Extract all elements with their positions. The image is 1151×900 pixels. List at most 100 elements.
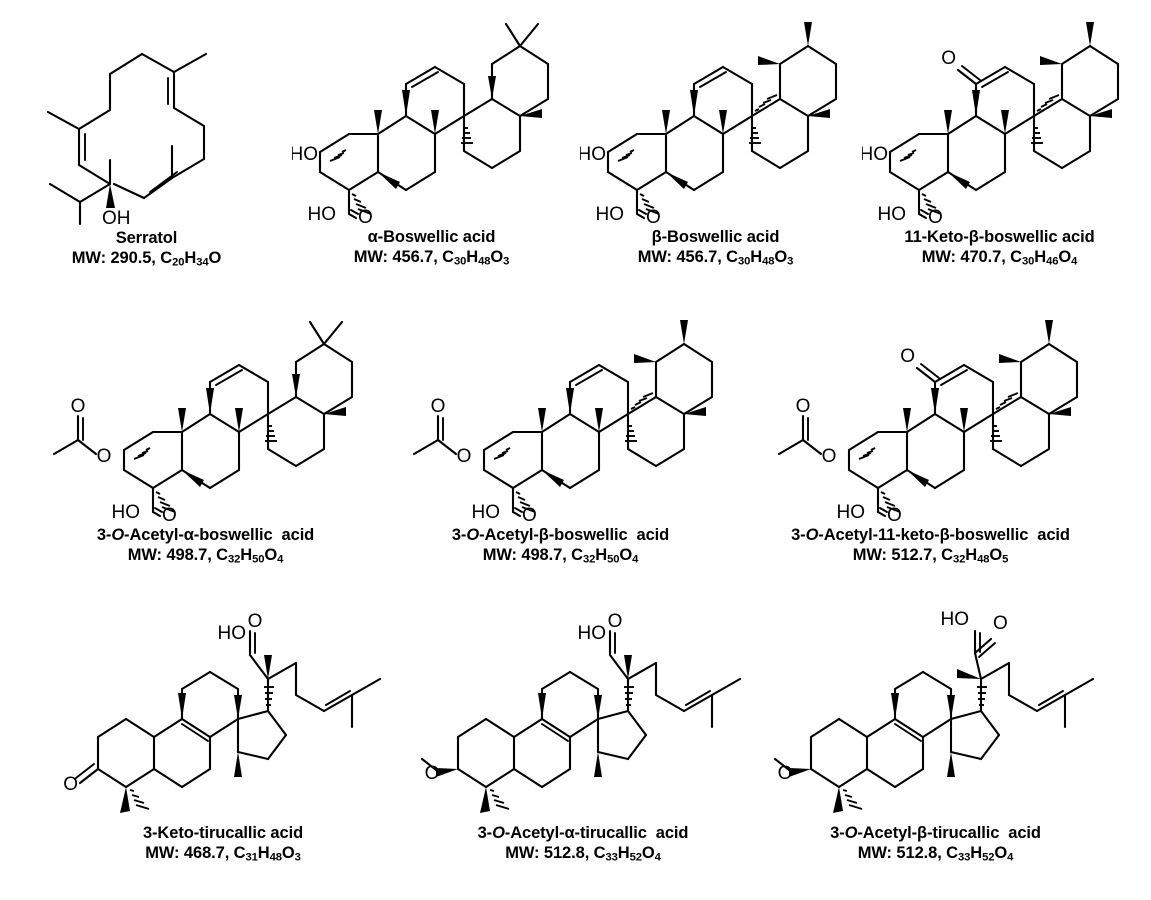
atom-label-o-carbonyl: O — [646, 207, 661, 226]
serratol-formula: MW: 290.5, C20H34O — [71, 249, 222, 269]
hashed-methyl-gem-2 — [129, 789, 150, 810]
3-O-acetyl-beta-tirucallic-acid-caption: 3-O-Acetyl-β-tirucallic acid MW: 512.8, … — [830, 823, 1041, 864]
atom-label-o-11-keto: O — [900, 346, 915, 367]
alpha-boswellic-acid-caption: α-Boswellic acid MW: 456.7, C30H48O3 — [354, 227, 510, 268]
serratol-name: Serratol — [115, 229, 178, 247]
atom-label-o-carbonyl: O — [887, 505, 902, 524]
3-O-acetyl-alpha-tirucallic-acid-name: 3-O-Acetyl-α-tirucallic acid — [477, 824, 689, 842]
methyl-wedge-5 — [377, 172, 400, 189]
3-O-acetyl-11-keto-beta-boswellic-acid-formula: MW: 512.7, C32H48O5 — [852, 546, 1009, 566]
atom-label-ho-acid: HO — [578, 623, 607, 644]
compound-3-O-acetyl-beta-boswellic-acid: O O HO O 3-O-Acetyl-β-boswellic acid MW:… — [391, 290, 731, 566]
11-keto-beta-boswellic-acid-formula: MW: 470.7, C30H46O4 — [921, 248, 1078, 268]
hashed-bond-ring-junction — [754, 94, 777, 112]
atom-label-o-carbonyl: O — [358, 207, 373, 226]
atom-label-o-carbonyl: O — [162, 505, 177, 524]
compound-3-O-acetyl-11-keto-beta-boswellic-acid: O O O HO O 3-O-Acetyl-11-keto-β-boswelli… — [731, 290, 1131, 566]
3-O-acetyl-alpha-boswellic-acid-formula: MW: 498.7, C32H50O4 — [127, 546, 284, 566]
3-keto-tirucallic-acid-structure: O HO O — [63, 611, 382, 813]
compound-11-keto-beta-boswellic-acid: O HO HO O 11-Keto-β-boswellic acid MW: 4… — [855, 0, 1145, 268]
methyl-wedge-c13a — [234, 695, 242, 719]
11-keto-beta-boswellic-acid-name: 11-Keto-β-boswellic acid — [904, 228, 1095, 246]
methyl-wedge-c10 — [178, 693, 186, 719]
atom-label-ho-acid: HO — [307, 204, 336, 225]
3-O-acetyl-alpha-tirucallic-acid-caption: 3-O-Acetyl-α-tirucallic acid MW: 512.8, … — [478, 823, 689, 864]
atom-label-oh: OH — [102, 208, 131, 227]
atom-label-ho-3: HO — [580, 144, 606, 165]
compound-serratol: OH Serratol MW: 290.5, C20H34O — [7, 0, 287, 269]
11-keto-beta-boswellic-acid-structure: O HO HO O — [862, 22, 1119, 226]
methyl-wedge-3 — [430, 110, 439, 134]
atom-label-ho-acid: HO — [111, 502, 140, 523]
atom-label-o-ester: O — [425, 763, 440, 784]
atom-label-ho-acid: HO — [471, 502, 500, 523]
compound-3-O-acetyl-beta-tirucallic-acid: O HO O 3-O-Acetyl-β-tirucallic acid MW: … — [758, 585, 1113, 864]
atom-label-o-ester: O — [821, 446, 836, 467]
3-O-acetyl-beta-boswellic-acid-formula: MW: 498.7, C32H50O4 — [482, 546, 639, 566]
compound-alpha-boswellic-acid: HO HO O α-Boswellic acid MW: 456.7, C30H… — [287, 0, 577, 268]
atom-label-ho-3: HO — [292, 144, 318, 165]
beta-boswellic-acid-name: β-Boswellic acid — [651, 228, 780, 246]
methyl-wedge-gem-1 — [120, 787, 130, 813]
methyl-wedge-6 — [487, 76, 496, 99]
atom-label-ho-acid: HO — [877, 204, 906, 225]
3-O-acetyl-alpha-tirucallic-acid-structure: O HO O — [420, 611, 742, 813]
3-O-acetyl-alpha-boswellic-acid-caption: 3-O-Acetyl-α-boswellic acid MW: 498.7, C… — [97, 525, 314, 566]
alpha-boswellic-acid-structure: HO HO O — [292, 22, 549, 226]
compound-3-O-acetyl-alpha-tirucallic-acid: O HO O 3-O-Acetyl-α-tirucallic acid MW: … — [408, 585, 758, 864]
compound-beta-boswellic-acid: HO HO O β-Boswellic acid MW: 456.7, C30H… — [577, 0, 855, 268]
3-O-acetyl-alpha-boswellic-acid-structure: O O HO O — [52, 320, 353, 524]
alpha-boswellic-acid-name: α-Boswellic acid — [367, 228, 496, 246]
atom-label-o-acetyl-carbonyl: O — [795, 396, 810, 417]
3-O-acetyl-beta-tirucallic-acid-formula: MW: 512.8, C33H52O4 — [857, 844, 1014, 864]
structure-row-2: O O HO O 3-O-Acetyl-α-boswellic acid MW:… — [0, 290, 1151, 585]
3-O-acetyl-beta-boswellic-acid-name: 3-O-Acetyl-β-boswellic acid — [451, 526, 670, 544]
3-O-acetyl-11-keto-beta-boswellic-acid-structure: O O O HO O — [777, 320, 1078, 524]
3-keto-tirucallic-acid-name: 3-Keto-tirucallic acid — [142, 824, 304, 842]
atom-label-o-3-keto: O — [63, 774, 78, 795]
atom-label-ho-acid: HO — [218, 623, 247, 644]
methyl-wedge-4 — [519, 109, 542, 118]
beta-boswellic-acid-caption: β-Boswellic acid MW: 456.7, C30H48O3 — [638, 227, 794, 268]
3-O-acetyl-beta-tirucallic-acid-structure: O HO O — [773, 609, 1094, 813]
methyl-wedge-1 — [401, 90, 410, 116]
methyl-wedge-c13b — [234, 752, 242, 777]
3-keto-tirucallic-acid-formula: MW: 468.7, C31H48O3 — [145, 844, 301, 864]
alpha-boswellic-acid-formula: MW: 456.7, C30H48O3 — [353, 248, 510, 268]
3-O-acetyl-11-keto-beta-boswellic-acid-caption: 3-O-Acetyl-11-keto-β-boswellic acid MW: … — [791, 525, 1070, 566]
acetate-wedge — [436, 768, 458, 777]
hashed-bond-ho — [329, 149, 346, 162]
atom-label-o-carbonyl: O — [993, 613, 1008, 634]
3-keto-tirucallic-acid-caption: 3-Keto-tirucallic acid MW: 468.7, C31H48… — [143, 823, 303, 864]
atom-label-o-carbonyl: O — [928, 207, 943, 226]
atom-label-ho-acid: HO — [940, 609, 969, 630]
atom-label-o-ester: O — [456, 446, 471, 467]
beta-boswellic-acid-structure: HO HO O — [580, 22, 837, 226]
hashed-bond-oac — [133, 447, 150, 460]
methyl-wedge-sidechain — [956, 669, 981, 679]
3-O-acetyl-11-keto-beta-boswellic-acid-name: 3-O-Acetyl-11-keto-β-boswellic acid — [791, 526, 1070, 544]
beta-boswellic-acid-formula: MW: 456.7, C30H48O3 — [637, 248, 794, 268]
atom-label-ho-3: HO — [862, 144, 888, 165]
methyl-wedge-e1 — [757, 56, 780, 65]
methyl-wedge-2 — [373, 110, 382, 134]
atom-label-o-acetyl-carbonyl: O — [70, 396, 85, 417]
methyl-wedge-e2 — [803, 22, 812, 46]
atom-label-o-carbonyl: O — [248, 611, 263, 632]
3-O-acetyl-beta-tirucallic-acid-name: 3-O-Acetyl-β-tirucallic acid — [830, 824, 1041, 842]
atom-label-o-ester: O — [96, 446, 111, 467]
atom-label-o-11-keto: O — [941, 48, 956, 69]
atom-label-o-acetyl-carbonyl: O — [430, 396, 445, 417]
methyl-wedge-sidechain — [264, 655, 272, 679]
structure-row-3: O HO O 3-Keto-tirucallic acid MW: 468.7,… — [0, 585, 1151, 900]
11-keto-beta-boswellic-acid-caption: 11-Keto-β-boswellic acid MW: 470.7, C30H… — [904, 227, 1094, 268]
hashed-bond-cooh — [351, 193, 371, 215]
atom-label-o-carbonyl: O — [522, 505, 537, 524]
3-O-acetyl-alpha-tirucallic-acid-formula: MW: 512.8, C33H52O4 — [505, 844, 661, 864]
atom-label-o-carbonyl: O — [608, 611, 623, 632]
compound-3-keto-tirucallic-acid: O HO O 3-Keto-tirucallic acid MW: 468.7,… — [38, 585, 408, 864]
serratol-oh-wedge — [105, 184, 115, 208]
structure-row-1: OH Serratol MW: 290.5, C20H34O — [0, 0, 1151, 290]
compound-3-O-acetyl-alpha-boswellic-acid: O O HO O 3-O-Acetyl-α-boswellic acid MW:… — [21, 290, 391, 566]
